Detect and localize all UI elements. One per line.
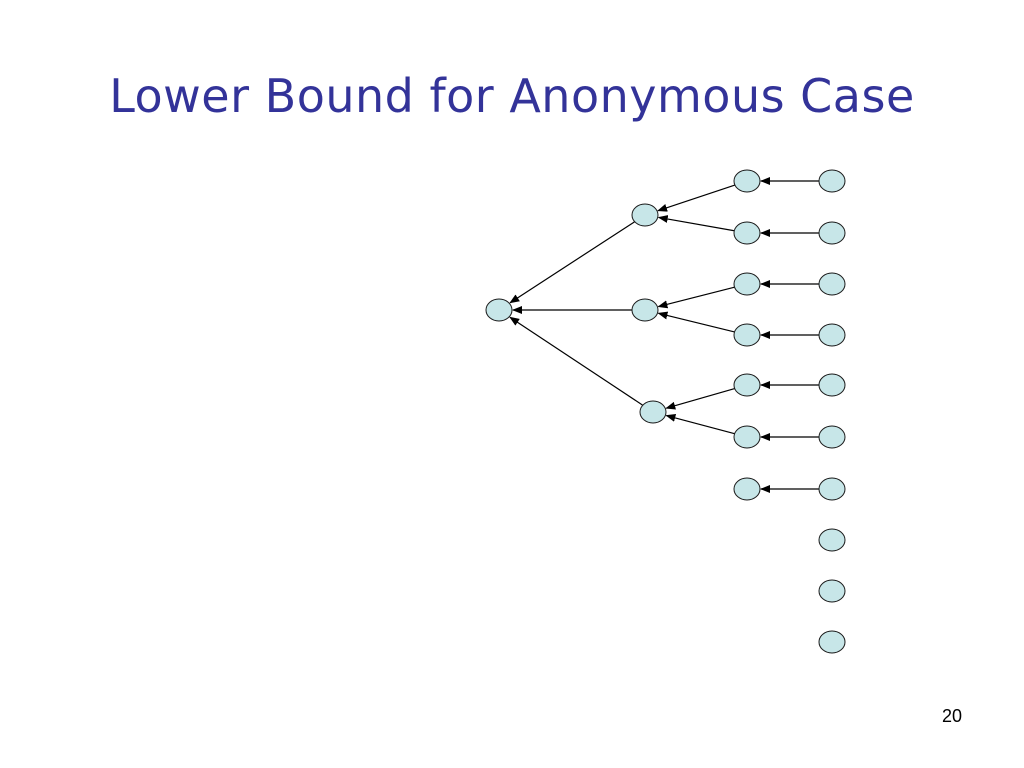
tree-node-l2b [733, 221, 761, 245]
tree-node-l2d [733, 323, 761, 347]
tree-node-l3g [818, 477, 846, 501]
tree-node-l3j [818, 630, 846, 654]
slide-title: Lower Bound for Anonymous Case [109, 69, 915, 123]
tree-node-l1b [631, 298, 659, 322]
tree-node-l3c [818, 272, 846, 296]
tree-node-l2f [733, 425, 761, 449]
tree-node-l2a [733, 169, 761, 193]
tree-node-l1c [639, 400, 667, 424]
arrow-edge-l2d-to-l1b [657, 311, 735, 333]
arrow-edge-l2a-to-l1a [657, 184, 736, 212]
arrow-edge-l1c-to-root [509, 316, 644, 406]
tree-node-l3d [818, 323, 846, 347]
arrow-edge-l1a-to-root [509, 221, 636, 304]
tree-node-l3h [818, 528, 846, 552]
arrow-edge-l2f-to-l1c [665, 414, 735, 435]
page-number: 20 [941, 706, 962, 726]
tree-node-l3a [818, 169, 846, 193]
tree-node-l2g [733, 477, 761, 501]
tree-node-l2e [733, 373, 761, 397]
arrow-edge-l2c-to-l1b [657, 286, 735, 309]
arrow-edge-l2b-to-l1a [657, 215, 735, 232]
arrow-edge-l2e-to-l1c [665, 387, 735, 410]
tree-node-l1a [631, 203, 659, 227]
tree-node-l3i [818, 579, 846, 603]
tree-node-l3e [818, 373, 846, 397]
tree-node-root [485, 298, 513, 322]
tree-node-l3f [818, 425, 846, 449]
tree-node-l3b [818, 221, 846, 245]
edges-layer [509, 177, 819, 493]
tree-node-l2c [733, 272, 761, 296]
nodes-layer [485, 169, 846, 654]
